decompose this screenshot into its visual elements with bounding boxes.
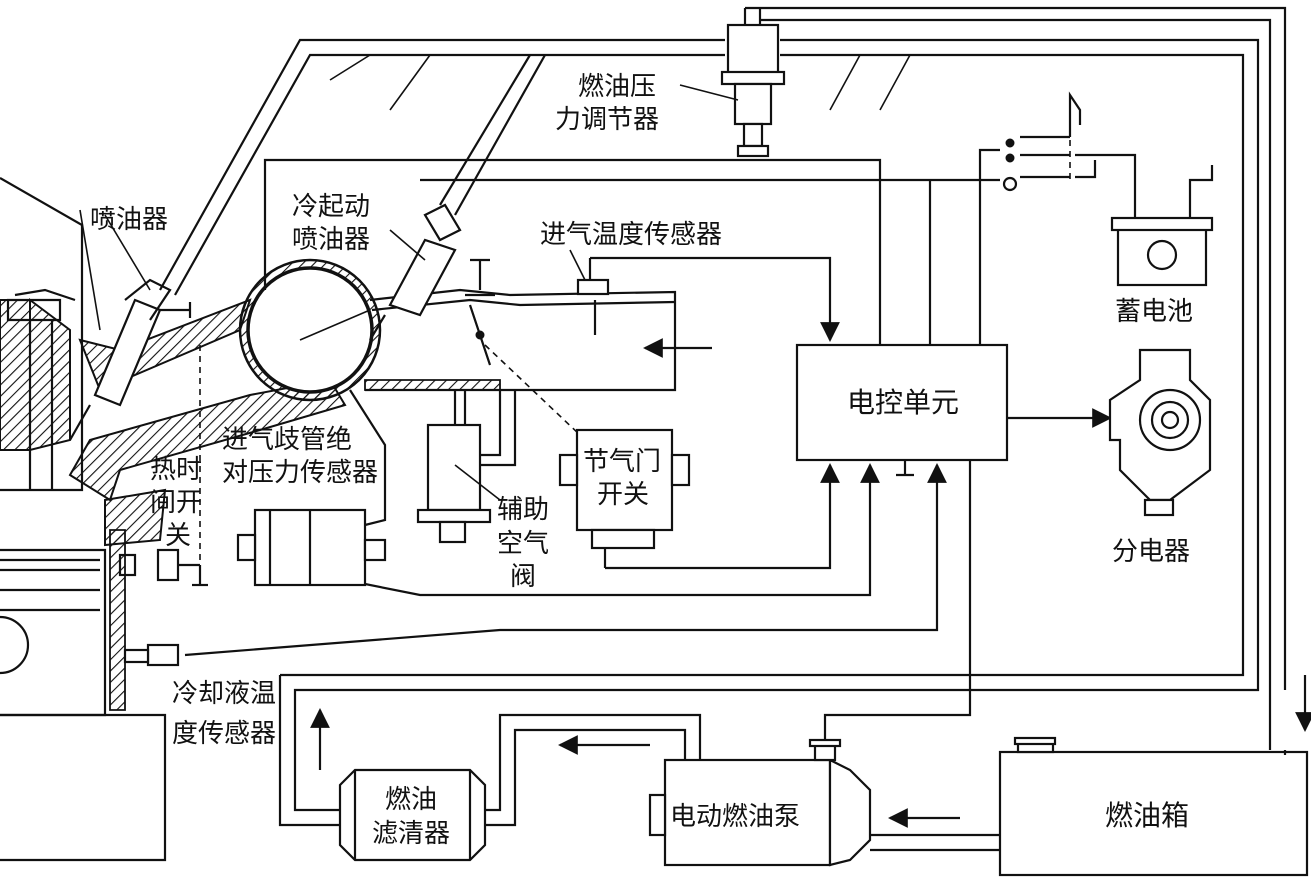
- map-sensor: [236, 389, 387, 587]
- fuel-filter: [278, 675, 702, 862]
- distributor-icon: [1108, 348, 1212, 517]
- throttle-valve: [465, 258, 581, 436]
- label-cold-start-injector-2: 喷油器: [292, 225, 370, 255]
- fuel-injector: [69, 278, 192, 441]
- label-aux-air-valve-3: 阀: [510, 562, 536, 592]
- label-coolant-temp-sensor-1: 冷却液温: [172, 679, 276, 709]
- label-thermo-time-switch-3: 关: [165, 521, 191, 551]
- label-ecu: 电控单元: [847, 386, 959, 419]
- label-thermo-time-switch-1: 热时: [150, 455, 202, 485]
- label-map-sensor-1: 进气歧管绝: [222, 425, 352, 455]
- coolant-temp-sensor: [109, 529, 180, 711]
- text-labels: 燃油压 力调节器 喷油器 冷起动 喷油器 进气温度传感器 蓄电池 电控单元 分电…: [90, 72, 1193, 849]
- label-throttle-switch-1: 节气门: [583, 447, 661, 477]
- label-battery: 蓄电池: [1115, 297, 1193, 327]
- label-electric-fuel-pump: 电动燃油泵: [670, 802, 800, 832]
- ignition-switch: [1002, 91, 1137, 220]
- label-intake-temp-sensor: 进气温度传感器: [540, 220, 722, 250]
- wiring: [184, 148, 1112, 745]
- label-fuel-pressure-regulator-1: 燃油压: [578, 72, 656, 102]
- label-fuel-filter-2: 滤清器: [372, 819, 450, 849]
- label-throttle-switch-2: 开关: [597, 480, 649, 510]
- label-aux-air-valve-1: 辅助: [497, 495, 549, 525]
- label-cold-start-injector-1: 冷起动: [292, 192, 370, 222]
- label-fuel-filter-1: 燃油: [385, 785, 437, 815]
- label-fuel-tank: 燃油箱: [1105, 799, 1189, 832]
- ecu-box: [795, 343, 1009, 462]
- label-distributor: 分电器: [1112, 537, 1190, 567]
- fuel-tank: [998, 736, 1309, 877]
- label-map-sensor-2: 对压力传感器: [222, 458, 378, 488]
- fuel-rail: [159, 38, 1260, 812]
- intake-temp-sensor: [576, 258, 610, 296]
- thermo-time-switch: [118, 548, 208, 587]
- label-coolant-temp-sensor-2: 度传感器: [172, 719, 276, 749]
- label-thermo-time-switch-2: 间开: [150, 488, 202, 518]
- engine-block: [0, 177, 167, 862]
- throttle-switch: [558, 428, 691, 568]
- fuel-pressure-regulator: [679, 6, 1311, 750]
- leader-lines: [79, 209, 586, 341]
- label-injector: 喷油器: [90, 205, 168, 235]
- electric-fuel-pump: [648, 738, 1000, 867]
- label-aux-air-valve-2: 空气: [497, 529, 549, 559]
- cold-start-injector: [369, 203, 462, 341]
- battery-icon: [1110, 165, 1214, 287]
- aux-air-valve: [416, 390, 517, 544]
- label-fuel-pressure-regulator-2: 力调节器: [555, 105, 659, 135]
